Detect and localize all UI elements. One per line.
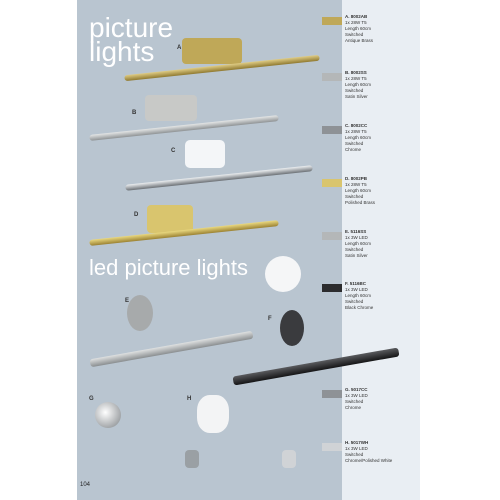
fixture-c-shade [185, 140, 225, 168]
spec-h-finish: Chrome/Polished White [345, 458, 393, 463]
spec-b-line1: 1x 28W T5 [345, 76, 367, 81]
fixture-label-g: G [89, 396, 94, 402]
spec-b-line3: Switched [345, 88, 364, 93]
spec-f-thumb [322, 284, 342, 292]
spec-g: G. 5017CC 1x 3W LED Switched Chrome [345, 387, 420, 411]
spec-e-code: E. 5116SS [345, 229, 367, 234]
spec-b: B. 8002SS 1x 28W T5 Length 60cm Switched… [345, 70, 420, 100]
fixture-label-f: F [268, 316, 272, 322]
spec-d-finish: Polished Brass [345, 200, 376, 205]
fixture-h-mount [197, 395, 229, 433]
fixture-label-d: D [134, 212, 139, 218]
fixture-a-shade [182, 38, 242, 64]
catalog-page: picture lights led picture lights A B C … [77, 0, 420, 500]
spec-c-thumb [322, 126, 342, 134]
spec-a-line3: Switched [345, 32, 364, 37]
spec-f-code: F. 5116BC [345, 281, 367, 286]
spec-g-finish: Chrome [345, 405, 362, 410]
spec-h-line2: Switched [345, 452, 364, 457]
page-title-line1: picture [89, 12, 174, 43]
hinge-detail-icon [265, 256, 301, 292]
fixture-label-e: E [125, 298, 130, 304]
spec-b-thumb [322, 73, 342, 81]
spec-h-code: H. 5017WH [345, 440, 369, 445]
spec-g-line2: Switched [345, 399, 364, 404]
spec-c-line1: 1x 28W T5 [345, 129, 367, 134]
spec-e: E. 5116SS 1x 3W LED Length 60cm Switched… [345, 229, 420, 259]
spec-d-code: D. 8002PB [345, 176, 368, 181]
fixture-label-h: H [187, 396, 192, 402]
spec-d-line3: Switched [345, 194, 364, 199]
spec-b-code: B. 8002SS [345, 70, 367, 75]
spec-a-line2: Length 60cm [345, 26, 372, 31]
spec-a-finish: Antique Brass [345, 38, 374, 43]
spec-d: D. 8002PB 1x 28W T5 Length 60cm Switched… [345, 176, 420, 206]
spec-d-thumb [322, 179, 342, 187]
spec-a-thumb [322, 17, 342, 25]
fixture-g-mount [95, 402, 121, 428]
fixture-label-a: A [177, 45, 182, 51]
spec-c: C. 8002CC 1x 28W T5 Length 60cm Switched… [345, 123, 420, 153]
spec-d-line1: 1x 28W T5 [345, 182, 367, 187]
fixture-c-bar [125, 165, 313, 191]
gray-panel: picture lights led picture lights A B C … [77, 0, 342, 500]
page-title-line2: lights [89, 36, 155, 67]
spec-f-line2: Length 60cm [345, 293, 372, 298]
fixture-d-shade [147, 205, 193, 233]
spec-g-line1: 1x 3W LED [345, 393, 368, 398]
spec-c-finish: Chrome [345, 147, 362, 152]
spec-g-thumb [322, 390, 342, 398]
fixture-f-mount [280, 310, 304, 346]
spec-g-code: G. 5017CC [345, 387, 368, 392]
spec-f-line3: Switched [345, 299, 364, 304]
fixture-h-head [282, 450, 296, 468]
spec-c-code: C. 8002CC [345, 123, 368, 128]
spec-e-line2: Length 60cm [345, 241, 372, 246]
spec-c-line2: Length 60cm [345, 135, 372, 140]
spec-f-finish: Black Chrome [345, 305, 374, 310]
spec-e-line1: 1x 3W LED [345, 235, 368, 240]
fixture-b-shade [145, 95, 197, 121]
spec-f: F. 5116BC 1x 3W LED Length 60cm Switched… [345, 281, 420, 311]
spec-f-line1: 1x 3W LED [345, 287, 368, 292]
spec-c-line3: Switched [345, 141, 364, 146]
spec-a: A. 8002AB 1x 28W T5 Length 60cm Switched… [345, 14, 420, 44]
spec-b-line2: Length 60cm [345, 82, 372, 87]
spec-e-thumb [322, 232, 342, 240]
spec-e-finish: Satin Silver [345, 253, 368, 258]
fixture-e-bar [89, 330, 254, 368]
spec-a-code: A. 8002AB [345, 14, 368, 19]
led-section-title: led picture lights [89, 255, 248, 280]
spec-a-line1: 1x 28W T5 [345, 20, 367, 25]
spec-h-thumb [322, 443, 342, 451]
fixture-g-head [185, 450, 199, 468]
fixture-label-b: B [132, 110, 137, 116]
spec-h-line1: 1x 3W LED [345, 446, 368, 451]
spec-d-line2: Length 60cm [345, 188, 372, 193]
fixture-label-c: C [171, 148, 176, 154]
spec-e-line3: Switched [345, 247, 364, 252]
page-number: 104 [80, 482, 91, 488]
fixture-e-mount [127, 295, 153, 331]
spec-b-finish: Satin Silver [345, 94, 368, 99]
spec-h: H. 5017WH 1x 3W LED Switched Chrome/Poli… [345, 440, 420, 464]
